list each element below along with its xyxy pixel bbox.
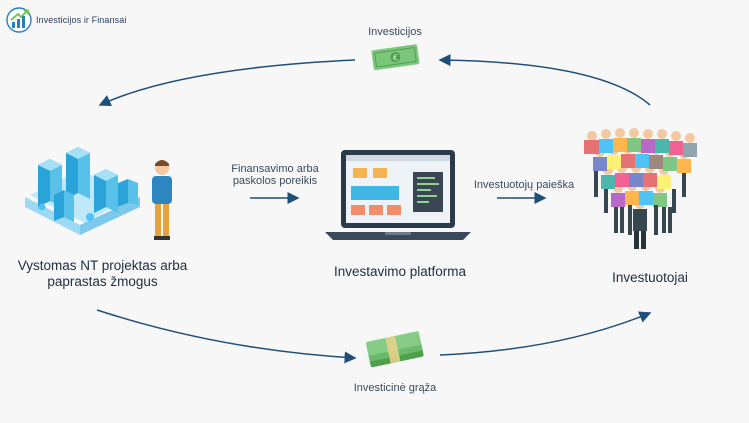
- platform-node-title: Investavimo platforma: [333, 264, 467, 279]
- bottom-arrow-right-segment: [439, 311, 652, 356]
- developer-node-title-line1: Vystomas NT projektas arba: [17, 258, 188, 273]
- svg-text:€: €: [392, 53, 398, 63]
- top-arrow-left-segment: [98, 59, 356, 107]
- bottom-flow-label: Investicinė grąža: [353, 382, 437, 394]
- left-to-center-label-line1: Finansavimo arba: [231, 163, 319, 175]
- investors-crowd-icon: [584, 128, 697, 249]
- logo[interactable]: Investicijos ir Finansai: [6, 7, 126, 33]
- logo-text: Investicijos ir Finansai: [36, 15, 127, 25]
- logo-chart-icon: [6, 7, 32, 33]
- center-to-right-label: Investuotojų paieška: [473, 179, 575, 191]
- top-arrow-right-segment: [438, 54, 651, 106]
- investors-node-title: Investuotojai: [612, 270, 688, 285]
- left-to-center-label-line2: paskolos poreikis: [232, 175, 318, 187]
- developer-node-title-line2: paprastas žmogus: [47, 274, 158, 289]
- money-stack-icon: [366, 331, 424, 368]
- laptop-icon: [325, 150, 471, 240]
- left-to-center-label: Finansavimo arba paskolos poreikis: [215, 163, 335, 187]
- banknote-icon: €: [371, 44, 420, 71]
- city-buildings-icon: [25, 147, 140, 235]
- bottom-arrow-left-segment: [96, 309, 357, 364]
- developer-node-title: Vystomas NT projektas arba paprastas žmo…: [0, 258, 205, 290]
- top-flow-label: Investicijos: [368, 26, 422, 38]
- person-icon: [152, 160, 172, 240]
